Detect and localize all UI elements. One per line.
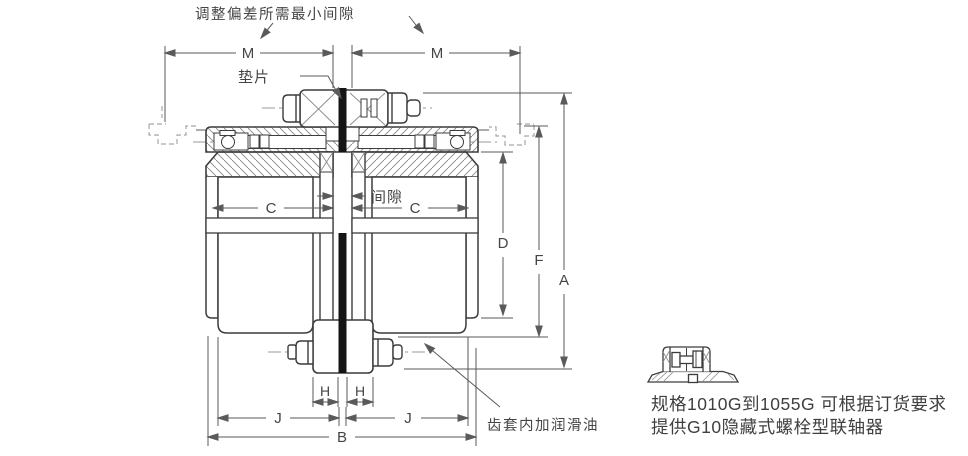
flange-plate-outline xyxy=(205,126,479,153)
dim-label-c-right: C xyxy=(410,200,421,217)
phantom-outline-left xyxy=(148,106,197,145)
dim-label-d: D xyxy=(498,235,509,252)
icon-bolt-nut xyxy=(692,350,703,369)
dim-label-h-right: H xyxy=(355,383,365,399)
shim-label: 垫片 xyxy=(238,69,270,86)
gear-mesh-band xyxy=(213,126,471,151)
dim-label-f: F xyxy=(534,252,543,269)
dimension-d: D xyxy=(498,151,509,317)
icon-bolt-shaft xyxy=(679,355,694,365)
seal-plate-right xyxy=(351,217,479,234)
top-note: 调整偏差所需最小间隙 xyxy=(195,6,355,23)
lube-leader xyxy=(423,342,501,408)
sleeve-band-right xyxy=(351,151,479,178)
dimension-j-right: J xyxy=(344,410,470,427)
lube-note: 齿套内加润滑油 xyxy=(487,417,599,434)
dimension-m-right: M xyxy=(350,45,522,62)
top-bolt-head xyxy=(282,94,301,123)
shim-bar-bottom xyxy=(338,233,347,373)
top-note-leaders xyxy=(259,15,425,40)
dim-label-b: B xyxy=(337,429,347,446)
seal-ball-left xyxy=(221,135,235,149)
dimension-c-right: C xyxy=(350,200,470,217)
dimension-c-left: C xyxy=(211,200,335,217)
icon-block-hatch xyxy=(662,349,711,365)
dimension-a: A xyxy=(559,92,569,369)
coupling-body xyxy=(205,88,479,374)
bottom-bolt-head xyxy=(295,340,314,365)
dim-label-j-right: J xyxy=(404,410,412,427)
top-bolt-nut xyxy=(387,92,408,124)
dim-label-j-left: J xyxy=(274,410,282,427)
dimension-j-left: J xyxy=(216,410,341,427)
dimension-h-right: H xyxy=(345,383,375,406)
flange-strip-hatch xyxy=(319,151,366,173)
icon-bolt-head xyxy=(671,351,681,368)
dimension-m-left: M xyxy=(163,45,335,62)
gap-label: 间隙 xyxy=(371,189,403,206)
sleeve-wall-right xyxy=(465,177,479,319)
flange-strip-right xyxy=(351,151,366,323)
icon-base-notch xyxy=(687,373,699,384)
seal-plate-left xyxy=(205,217,334,234)
dimension-f: F xyxy=(534,125,544,338)
dim-label-m-right: M xyxy=(431,45,444,62)
dimension-b: B xyxy=(206,429,478,446)
g10-coupling-icon xyxy=(646,346,740,384)
flange-strip-left xyxy=(319,151,334,323)
dim-label-a: A xyxy=(559,272,569,289)
gap-indicator: 间隙 xyxy=(317,189,403,206)
dim-label-m-left: M xyxy=(242,45,255,62)
sleeve-wall-left xyxy=(205,177,219,319)
dim-label-c-left: C xyxy=(266,200,277,217)
dim-label-h-left: H xyxy=(320,383,330,399)
bottom-bolt-head-cap xyxy=(287,344,297,360)
seal-ball-right xyxy=(450,135,464,149)
shim-bar-top xyxy=(338,88,347,152)
side-note-line2: 提供G10隐藏式螺栓型联轴器 xyxy=(651,417,884,437)
bottom-bolt-tip xyxy=(392,344,403,360)
top-bolt xyxy=(282,92,421,124)
icon-base-hatch xyxy=(651,371,735,382)
shim-leader xyxy=(300,75,342,100)
bottom-bolt xyxy=(287,338,403,367)
bottom-bolt-nut xyxy=(372,338,394,367)
dimension-h-left: H xyxy=(311,383,340,406)
side-note-line1: 规格1010G到1055G 可根据订货要求 xyxy=(651,394,946,414)
sleeve-band-left xyxy=(205,151,334,178)
top-bolt-tip xyxy=(406,99,421,117)
